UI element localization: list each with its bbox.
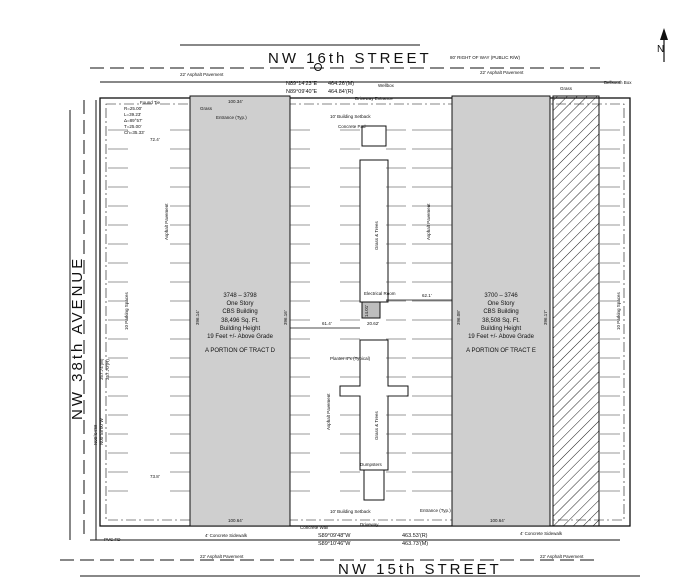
north-street: NW 16th STREET bbox=[90, 44, 620, 83]
svg-text:Asphalt Pavement: Asphalt Pavement bbox=[426, 203, 431, 240]
curve-data: R=25.00'L=39.23'Δ=89°57'T=25.00'Ch=35.33… bbox=[124, 106, 145, 135]
svg-text:463.53'(R): 463.53'(R) bbox=[402, 533, 428, 539]
svg-text:Grass & Trees: Grass & Trees bbox=[374, 410, 379, 440]
svg-text:22' Asphalt Pavement: 22' Asphalt Pavement bbox=[480, 70, 524, 75]
svg-text:Concrete Pad: Concrete Pad bbox=[338, 124, 366, 129]
svg-text:One Story: One Story bbox=[226, 301, 253, 307]
svg-text:73.8': 73.8' bbox=[150, 474, 160, 479]
svg-text:22' Asphalt Pavement: 22' Asphalt Pavement bbox=[180, 72, 224, 77]
svg-text:100.34': 100.34' bbox=[228, 99, 243, 104]
svg-text:19 Feet +/- Above Grade: 19 Feet +/- Above Grade bbox=[468, 334, 535, 340]
svg-text:100.64': 100.64' bbox=[490, 518, 505, 523]
svg-text:N00°58'00"W: N00°58'00"W bbox=[99, 417, 104, 445]
svg-text:463.73'(M): 463.73'(M) bbox=[402, 541, 428, 547]
svg-text:Wellbox: Wellbox bbox=[378, 83, 395, 88]
west-avenue: NW 38th AVENUE bbox=[69, 100, 97, 540]
hatched-area bbox=[552, 95, 600, 527]
street-label-west: NW 38th AVENUE bbox=[69, 256, 86, 420]
svg-text:4' Concrete Sidewalk: 4' Concrete Sidewalk bbox=[520, 531, 563, 536]
svg-text:Bellsouth Box: Bellsouth Box bbox=[604, 80, 632, 85]
svg-text:Electrical Room: Electrical Room bbox=[364, 291, 396, 296]
svg-text:Asphalt Pavement: Asphalt Pavement bbox=[326, 393, 331, 430]
svg-text:396.14': 396.14' bbox=[195, 310, 200, 325]
svg-text:Grass: Grass bbox=[560, 86, 573, 91]
svg-text:3748 – 3798: 3748 – 3798 bbox=[223, 293, 257, 299]
svg-text:Driveway: Driveway bbox=[360, 522, 379, 527]
svg-text:A PORTION OF TRACT E: A PORTION OF TRACT E bbox=[466, 348, 536, 354]
svg-text:10' Building Setback: 10' Building Setback bbox=[330, 509, 371, 514]
north-arrow-icon: N bbox=[657, 28, 668, 62]
svg-text:80' RIGHT OF WAY (PUBLIC R/W): 80' RIGHT OF WAY (PUBLIC R/W) bbox=[450, 55, 520, 60]
curve-data-line: Ch=35.33' bbox=[124, 130, 145, 135]
svg-text:38,496 Sq. Ft.: 38,496 Sq. Ft. bbox=[221, 318, 259, 324]
svg-text:Planter 4"x (Typical): Planter 4"x (Typical) bbox=[330, 356, 371, 361]
svg-text:A PORTION OF TRACT D: A PORTION OF TRACT D bbox=[205, 348, 276, 354]
street-label-south: NW 15th STREET bbox=[338, 561, 502, 578]
svg-text:Entrance (Typ.): Entrance (Typ.) bbox=[420, 508, 451, 513]
parking-stripes bbox=[108, 129, 620, 492]
svg-text:N89°14'23"E: N89°14'23"E bbox=[286, 81, 318, 87]
south-street: NW 15th STREET bbox=[60, 539, 640, 578]
svg-text:Grass & Trees: Grass & Trees bbox=[374, 220, 379, 250]
svg-text:CBS Building: CBS Building bbox=[222, 309, 257, 315]
svg-text:61.4': 61.4' bbox=[322, 321, 332, 326]
curve-data-line: L=39.23' bbox=[124, 112, 141, 117]
svg-text:464.84'(R): 464.84'(R) bbox=[328, 89, 354, 95]
svg-text:10 Parking Spaces: 10 Parking Spaces bbox=[124, 291, 129, 330]
svg-text:One Story: One Story bbox=[487, 301, 514, 307]
svg-text:396.16': 396.16' bbox=[283, 310, 288, 325]
svg-text:4' Concrete Sidewalk: 4' Concrete Sidewalk bbox=[205, 533, 248, 538]
svg-text:22' Asphalt Pavement: 22' Asphalt Pavement bbox=[200, 554, 244, 559]
svg-text:38,508 Sq. Ft.: 38,508 Sq. Ft. bbox=[482, 318, 520, 324]
curve-data-line: R=25.00' bbox=[124, 106, 142, 111]
svg-text:19 Feet +/- Above Grade: 19 Feet +/- Above Grade bbox=[207, 334, 274, 340]
svg-text:N: N bbox=[657, 44, 664, 55]
svg-text:Concrete Wall: Concrete Wall bbox=[300, 525, 328, 530]
svg-text:Entrance (Typ.): Entrance (Typ.) bbox=[216, 115, 247, 120]
svg-text:396.08': 396.08' bbox=[456, 310, 461, 325]
svg-text:396.17': 396.17' bbox=[543, 310, 548, 325]
svg-text:S89°10'46"W: S89°10'46"W bbox=[318, 541, 351, 547]
svg-text:Building Height: Building Height bbox=[220, 326, 261, 332]
central-island bbox=[339, 125, 409, 501]
building-west: 3748 – 3798 One Story CBS Building 38,49… bbox=[189, 95, 291, 527]
svg-text:S89°09'48"W: S89°09'48"W bbox=[318, 533, 351, 539]
svg-text:Dumpsters: Dumpsters bbox=[360, 462, 383, 467]
svg-text:10' Building Setback: 10' Building Setback bbox=[330, 114, 371, 119]
svg-text:100.64': 100.64' bbox=[228, 518, 243, 523]
svg-text:464.26'(M): 464.26'(M) bbox=[328, 81, 354, 87]
svg-text:3700 – 3746: 3700 – 3746 bbox=[484, 293, 518, 299]
svg-text:CBS Building: CBS Building bbox=[483, 309, 518, 315]
electrical-room-height: 14.01' bbox=[364, 305, 369, 317]
svg-text:10 Parking Spaces: 10 Parking Spaces bbox=[616, 291, 621, 330]
svg-text:357.70'(R): 357.70'(R) bbox=[105, 359, 110, 380]
svg-text:62.1': 62.1' bbox=[422, 293, 432, 298]
svg-text:Driveway Entrance: Driveway Entrance bbox=[355, 96, 393, 101]
svg-text:Building Height: Building Height bbox=[481, 326, 522, 332]
svg-text:22' Asphalt Pavement: 22' Asphalt Pavement bbox=[540, 554, 584, 559]
svg-text:N00°04'W: N00°04'W bbox=[93, 424, 98, 445]
svg-text:Grass: Grass bbox=[200, 106, 213, 111]
property-boundary bbox=[99, 97, 631, 527]
street-label-north: NW 16th STREET bbox=[268, 50, 432, 67]
svg-text:N89°09'40"E: N89°09'40"E bbox=[286, 89, 318, 95]
svg-text:Asphalt Pavement: Asphalt Pavement bbox=[164, 203, 169, 240]
svg-text:72.4': 72.4' bbox=[150, 137, 160, 142]
svg-text:Found Tie: Found Tie bbox=[140, 100, 161, 105]
curve-data-line: T=25.00' bbox=[124, 124, 142, 129]
svg-text:20.62': 20.62' bbox=[367, 321, 379, 326]
svg-text:PVC FD: PVC FD bbox=[104, 537, 121, 542]
svg-text:357.74'(M): 357.74'(M) bbox=[99, 358, 104, 380]
building-east: 3700 – 3746 One Story CBS Building 38,50… bbox=[451, 95, 551, 527]
curve-data-line: Δ=89°57' bbox=[124, 118, 142, 123]
